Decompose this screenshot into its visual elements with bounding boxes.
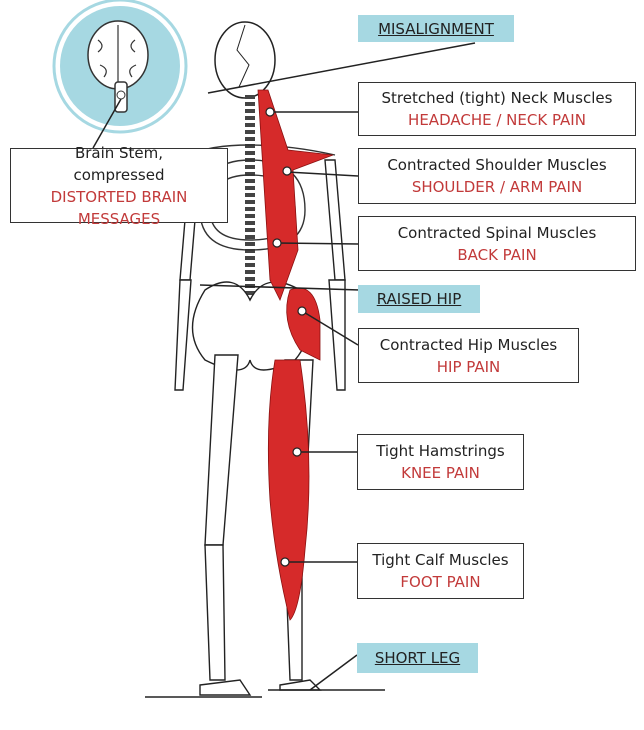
brain-icon (52, 0, 188, 134)
callout-hip: Contracted Hip Muscles HIP PAIN (358, 328, 579, 383)
callout-effect: KNEE PAIN (401, 464, 480, 482)
callout-effect: SHOULDER / ARM PAIN (411, 178, 583, 196)
callout-shoulder: Contracted Shoulder Muscles SHOULDER / A… (358, 148, 636, 204)
callout-effect: DISTORTED BRAIN MESSAGES (50, 187, 188, 228)
callout-cause: Stretched (tight) Neck Muscles (381, 89, 613, 107)
leader-lines (92, 42, 476, 698)
callout-cause: Contracted Shoulder Muscles (387, 156, 607, 174)
short-leg-tag: SHORT LEG (357, 643, 478, 673)
callout-hamstrings: Tight Hamstrings KNEE PAIN (357, 434, 524, 490)
callout-cause: Tight Hamstrings (376, 442, 505, 460)
callout-spinal: Contracted Spinal Muscles BACK PAIN (358, 216, 636, 271)
callout-brain-stem: Brain Stem, compressed DISTORTED BRAIN M… (10, 144, 228, 228)
callout-neck: Stretched (tight) Neck Muscles HEADACHE … (358, 82, 636, 136)
callout-cause: Tight Calf Muscles (372, 551, 509, 569)
raised-hip-tag: RAISED HIP (358, 285, 480, 313)
callout-effect: HEADACHE / NECK PAIN (408, 111, 586, 129)
callout-cause: Contracted Hip Muscles (379, 335, 558, 354)
callout-effect: FOOT PAIN (400, 573, 481, 591)
callout-effect: HIP PAIN (436, 357, 501, 376)
callout-calf: Tight Calf Muscles FOOT PAIN (357, 543, 524, 599)
callout-cause: Brain Stem, compressed (73, 143, 165, 184)
misalignment-tag: MISALIGNMENT (358, 15, 514, 42)
callout-effect: BACK PAIN (457, 245, 537, 264)
callout-cause: Contracted Spinal Muscles (397, 223, 597, 242)
